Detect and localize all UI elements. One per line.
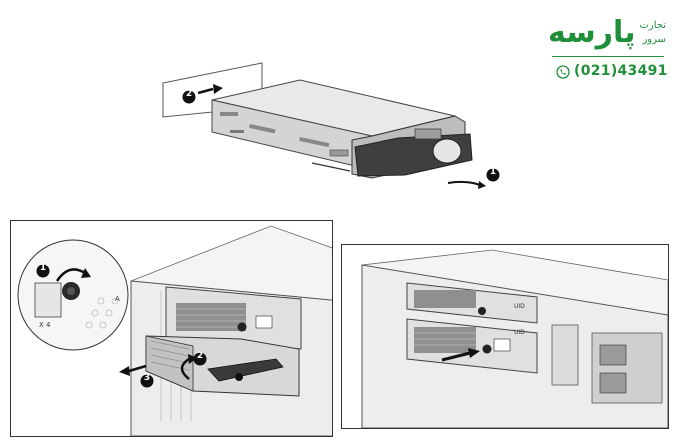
callout-top-2: [182, 90, 196, 104]
arrow-push-in: [197, 87, 214, 95]
lower-thumbscrew: [482, 344, 492, 354]
installation-illustration: [361, 249, 668, 428]
arrow-open-lever: [180, 357, 190, 380]
removal-illustration: [17, 225, 332, 436]
installation-panel: UID UID: [341, 244, 669, 429]
callout-left-1: [36, 264, 50, 278]
brand-divider: [552, 56, 664, 57]
brand-name: پارسه: [548, 15, 636, 50]
callout-top-1-label: 1: [489, 167, 497, 177]
callout-top-2-label: 2: [185, 89, 193, 99]
callout-top-1: [486, 168, 500, 182]
arrow-release: [447, 180, 481, 186]
callout-left-2-label: 2: [196, 351, 204, 361]
callout-left-3-label: 3: [143, 373, 151, 383]
callout-left-2: [193, 352, 207, 366]
callout-left-1-label: 1: [39, 263, 47, 273]
arrow-push-module: [441, 351, 471, 362]
zoom-port-label-lower: X 4: [39, 321, 51, 329]
brand-tagline-1: تجارت: [639, 20, 666, 31]
module-label-b: UID: [514, 329, 525, 336]
callout-left-3: [140, 374, 154, 388]
phone-icon: [556, 65, 570, 79]
removal-panel: 1 2 3 A X 4: [10, 220, 333, 437]
phone-number: (021)43491: [574, 63, 668, 79]
brand-logo: پارسه تجارت سرور (021)43491: [548, 16, 668, 88]
brand-tagline-2: سرور: [642, 34, 666, 45]
bay-thumbscrew: [237, 322, 247, 332]
arrow-loosen-screw: [55, 268, 86, 282]
arrow-slide-out: [128, 364, 147, 373]
zoom-port-label: A: [115, 295, 120, 303]
module-label-a: UID: [514, 303, 525, 310]
drive-lever: [207, 358, 284, 382]
